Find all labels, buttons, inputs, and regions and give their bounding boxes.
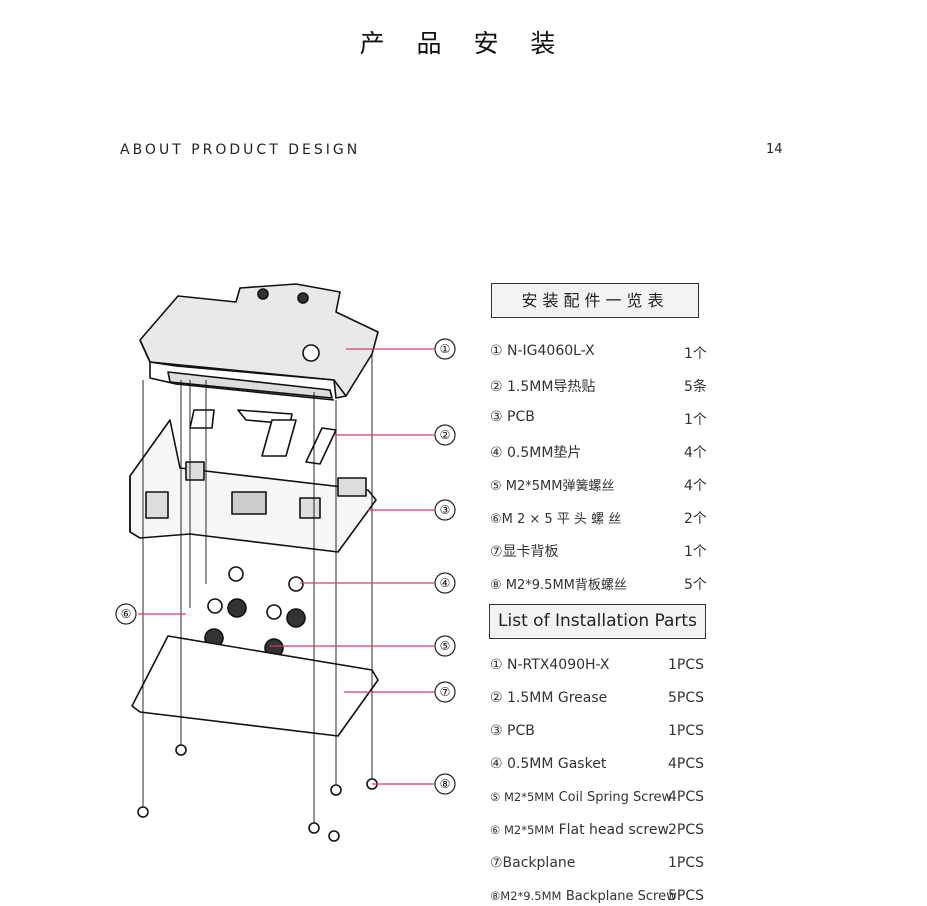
part-label-prefix: ⑤ M2*5MM	[490, 790, 555, 804]
callout-3-label: ③	[440, 503, 451, 517]
part-label: ⑦显卡背板	[490, 544, 559, 560]
part-label: Coil Spring Screw	[558, 790, 673, 805]
callout-4-label: ④	[440, 576, 451, 590]
part-label: ⑦Backplane	[490, 855, 576, 871]
page-number: 14	[766, 142, 783, 157]
part-qty: 5PCS	[668, 888, 705, 904]
part-qty: 2个	[684, 511, 707, 527]
thermal-pad	[261, 419, 297, 457]
part-qty: 5PCS	[668, 690, 705, 706]
part-label: ② 1.5MM导热贴	[490, 379, 596, 395]
part-label: ① N-RTX4090H-X	[490, 657, 610, 673]
callout-8-label: ⑧	[440, 777, 451, 791]
thermal-pad	[305, 427, 337, 465]
parts-en-heading: List of Installation Parts	[489, 604, 706, 639]
part-qty: 2PCS	[668, 822, 705, 838]
part-qty: 1个	[684, 346, 707, 362]
parts-cn-heading: 安装配件一览表	[491, 283, 699, 318]
part-label: ⑧ M2*9.5MM背板螺丝	[490, 578, 627, 593]
part-qty: 4PCS	[668, 789, 705, 805]
callout-6-label: ⑥	[121, 607, 132, 621]
part-qty: 5个	[684, 577, 707, 593]
callout-2	[434, 424, 456, 446]
part-qty: 1PCS	[668, 723, 705, 739]
gasket	[288, 576, 304, 592]
part-qty: 1PCS	[668, 657, 705, 673]
part-label: ⑤ M2*5MM弹簧螺丝	[490, 479, 615, 494]
part-label: ① N-IG4060L-X	[490, 343, 595, 359]
spring-screw	[227, 598, 247, 618]
part-label: Backplane Screw	[565, 889, 677, 904]
callout-6	[115, 603, 137, 625]
part-label: ④ 0.5MM Gasket	[490, 756, 607, 772]
part-label: ③ PCB	[490, 409, 535, 425]
part-qty: 4个	[684, 445, 707, 461]
callout-1-label: ①	[440, 342, 451, 356]
callout-5-label: ⑤	[440, 639, 451, 653]
callout-1	[434, 338, 456, 360]
part-label: Flat head screw	[558, 822, 669, 838]
part-qty: 5条	[684, 379, 707, 395]
part-label-prefix: ⑥ M2*5MM	[490, 823, 555, 837]
spring-screw	[286, 608, 306, 628]
part-qty: 1PCS	[668, 855, 705, 871]
page-subtitle: ABOUT PRODUCT DESIGN	[120, 142, 361, 158]
part-label: ② 1.5MM Grease	[490, 690, 608, 706]
part-qty: 1个	[684, 544, 707, 560]
callout-7-label: ⑦	[440, 685, 451, 699]
thermal-pad	[189, 409, 215, 429]
gasket	[207, 598, 223, 614]
gasket	[266, 604, 282, 620]
callout-2-label: ②	[440, 428, 451, 442]
part-qty: 4个	[684, 478, 707, 494]
part-label-prefix: ⑧M2*9.5MM	[490, 889, 562, 903]
water-block	[139, 283, 379, 399]
callout-4	[434, 572, 456, 594]
page-title: 产 品 安 装	[359, 29, 568, 58]
part-label: ④ 0.5MM垫片	[490, 445, 582, 461]
callout-8	[434, 773, 456, 795]
part-label: ⑥M 2 × 5 平 头 螺 丝	[490, 512, 622, 527]
gasket	[228, 566, 244, 582]
part-label: ③ PCB	[490, 723, 535, 739]
callout-5	[434, 635, 456, 657]
part-qty: 4PCS	[668, 756, 705, 772]
callout-3	[434, 499, 456, 521]
backplane	[131, 635, 379, 737]
callout-7	[434, 681, 456, 703]
part-qty: 1个	[684, 412, 707, 428]
